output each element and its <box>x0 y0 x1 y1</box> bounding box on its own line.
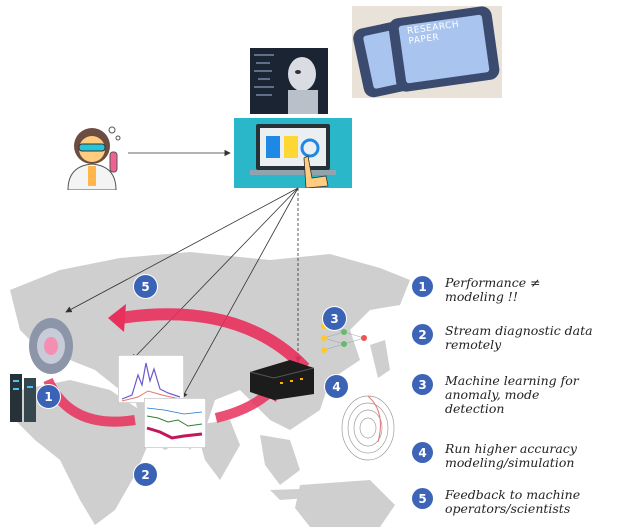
scientist-icon <box>67 126 121 190</box>
legend-text: Performance ≠ modeling !! <box>445 275 541 304</box>
legend-item-1: 1 Performance ≠ modeling !! <box>412 276 644 304</box>
legend-text: Stream diagnostic data remotely <box>445 323 593 352</box>
ai-robot-icon <box>250 48 328 114</box>
legend-number: 1 <box>412 276 433 297</box>
spiral-plot-icon <box>341 395 395 461</box>
tokamak-device-icon <box>29 318 73 374</box>
map-marker-3: 3 <box>322 306 347 331</box>
legend-text: Run higher accuracy modeling/simulation <box>445 441 577 470</box>
map-marker-1: 1 <box>36 384 61 409</box>
legend-number: 3 <box>412 374 433 395</box>
laptop-touch-icon <box>234 118 352 189</box>
plot-panel-icon <box>118 355 184 403</box>
legend-number: 2 <box>412 324 433 345</box>
map-marker-5: 5 <box>133 274 158 299</box>
supercomputer-icon <box>250 360 314 400</box>
legend-item-5: 5 Feedback to machine operators/scientis… <box>412 488 644 516</box>
legend-item-2: 2 Stream diagnostic data remotely <box>412 324 644 352</box>
map-marker-2: 2 <box>133 462 158 487</box>
map-marker-4: 4 <box>324 374 349 399</box>
legend-number: 4 <box>412 442 433 463</box>
server-rack-icon <box>10 374 36 422</box>
legend-text: Machine learning for anomaly, mode detec… <box>445 373 579 416</box>
world-map <box>10 252 410 527</box>
legend-item-3: 3 Machine learning for anomaly, mode det… <box>412 374 644 416</box>
legend-text: Feedback to machine operators/scientists <box>445 487 581 516</box>
plot-panel-icon <box>144 398 206 448</box>
legend-number: 5 <box>412 488 433 509</box>
neural-network-icon <box>321 323 367 353</box>
legend-item-4: 4 Run higher accuracy modeling/simulatio… <box>412 442 644 470</box>
tablet-research-paper-icon: RESEARCH PAPER <box>352 6 502 98</box>
